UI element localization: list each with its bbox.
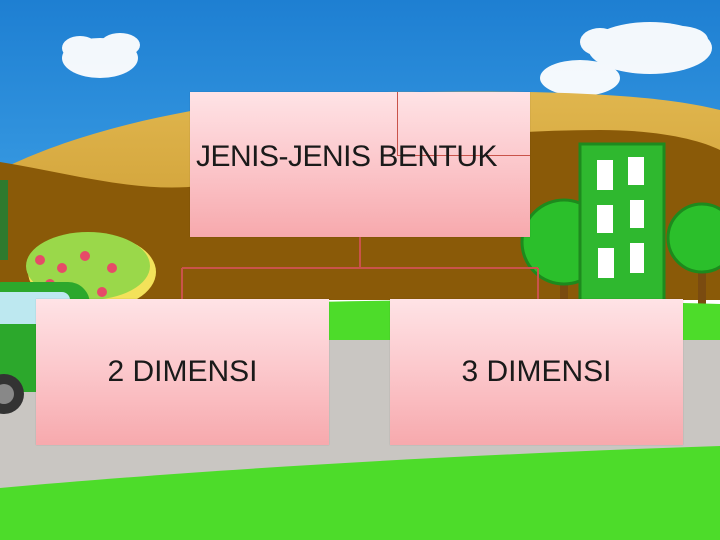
front-grass	[0, 446, 720, 540]
child-node-2d: 2 DIMENSI	[36, 299, 329, 445]
connector-lines	[181, 237, 539, 299]
root-node: JENIS-JENIS BENTUK	[190, 92, 530, 237]
left-tower	[0, 180, 8, 260]
root-node-inner-outline	[397, 92, 530, 156]
child-node-3d: 3 DIMENSI	[390, 299, 683, 445]
child-node-3d-label: 3 DIMENSI	[461, 355, 612, 388]
child-node-2d-label: 2 DIMENSI	[107, 355, 258, 388]
cloud-left	[62, 33, 140, 78]
green-building	[578, 142, 666, 316]
tree-right	[666, 202, 720, 310]
cloud-right	[540, 22, 712, 96]
root-node-label: JENIS-JENIS BENTUK	[196, 140, 498, 173]
